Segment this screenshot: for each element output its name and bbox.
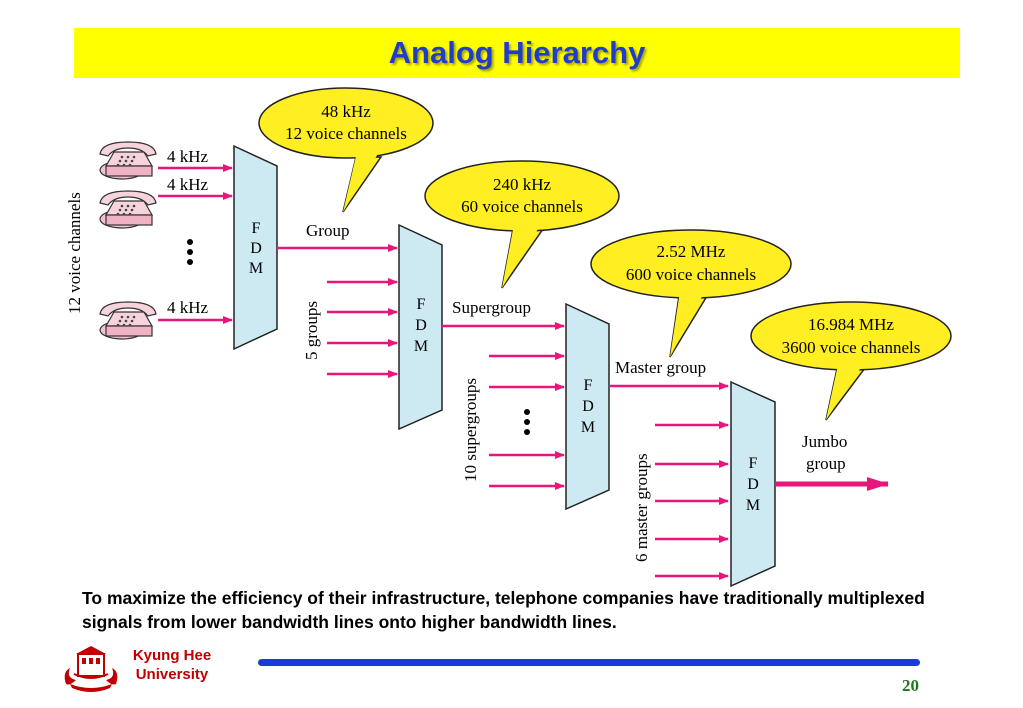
fdm-multiplexer-1: F D M xyxy=(233,144,278,351)
telephone-icon xyxy=(99,301,157,340)
callout-channels: 3600 voice channels xyxy=(782,338,921,357)
footer-divider xyxy=(258,659,920,666)
supergroup-label: Supergroup xyxy=(452,298,531,317)
university-name-line: Kyung Hee xyxy=(132,647,212,664)
jumbo-group-label: group xyxy=(806,454,846,473)
university-name: Kyung Hee University xyxy=(117,646,227,684)
caption-text: To maximize the efficiency of their infr… xyxy=(82,588,925,632)
master-groups-label: 6 master groups xyxy=(632,453,651,562)
telephone-icon xyxy=(99,190,157,229)
input-frequency-label: 4 kHz xyxy=(167,298,209,317)
supergroups-label: 10 supergroups xyxy=(461,378,480,482)
vertical-ellipsis-icon xyxy=(524,409,530,435)
groups-label: 5 groups xyxy=(302,301,321,360)
callout-frequency: 16.984 MHz xyxy=(808,315,894,334)
voice-channels-label: 12 voice channels xyxy=(65,192,84,314)
jumbo-group-callout: 16.984 MHz 3600 voice channels xyxy=(750,301,952,421)
master-group-callout: 2.52 MHz 600 voice channels xyxy=(590,229,792,358)
page-number: 20 xyxy=(902,676,919,695)
fdm-letter: D xyxy=(747,476,759,493)
fdm-multiplexer-4: F D M xyxy=(730,380,776,588)
callout-channels: 60 voice channels xyxy=(461,197,583,216)
fdm-letter: M xyxy=(249,260,263,277)
callout-frequency: 240 kHz xyxy=(493,175,552,194)
fdm-letter: M xyxy=(414,338,428,355)
callout-channels: 12 voice channels xyxy=(285,124,407,143)
fdm-letter: F xyxy=(252,220,261,237)
input-frequency-label: 4 kHz xyxy=(167,175,209,194)
university-seal-icon xyxy=(64,646,118,692)
fdm-multiplexer-2: F D M xyxy=(398,223,443,431)
fdm-letter: D xyxy=(250,240,262,257)
jumbo-group-label: Jumbo xyxy=(802,432,847,451)
title-bar: Analog Hierarchy xyxy=(74,28,960,78)
fdm-letter: M xyxy=(746,497,760,514)
callout-frequency: 48 kHz xyxy=(321,102,371,121)
fdm-letter: D xyxy=(415,317,427,334)
fdm-multiplexer-3: F D M xyxy=(565,302,610,511)
master-group-label: Master group xyxy=(615,358,706,377)
group-label: Group xyxy=(306,221,349,240)
callout-channels: 600 voice channels xyxy=(626,265,756,284)
fdm-letter: F xyxy=(584,377,593,394)
telephone-icon xyxy=(99,141,157,180)
input-frequency-label: 4 kHz xyxy=(167,147,209,166)
fdm-letter: F xyxy=(749,455,758,472)
fdm-letter: M xyxy=(581,419,595,436)
fdm-letter: F xyxy=(417,296,426,313)
slide-title: Analog Hierarchy xyxy=(388,35,646,70)
callout-frequency: 2.52 MHz xyxy=(657,242,726,261)
university-name-line: University xyxy=(135,666,209,683)
vertical-ellipsis-icon xyxy=(187,239,193,265)
fdm-letter: D xyxy=(582,398,594,415)
group-callout: 48 kHz 12 voice channels xyxy=(258,87,434,213)
supergroup-callout: 240 kHz 60 voice channels xyxy=(424,160,620,289)
